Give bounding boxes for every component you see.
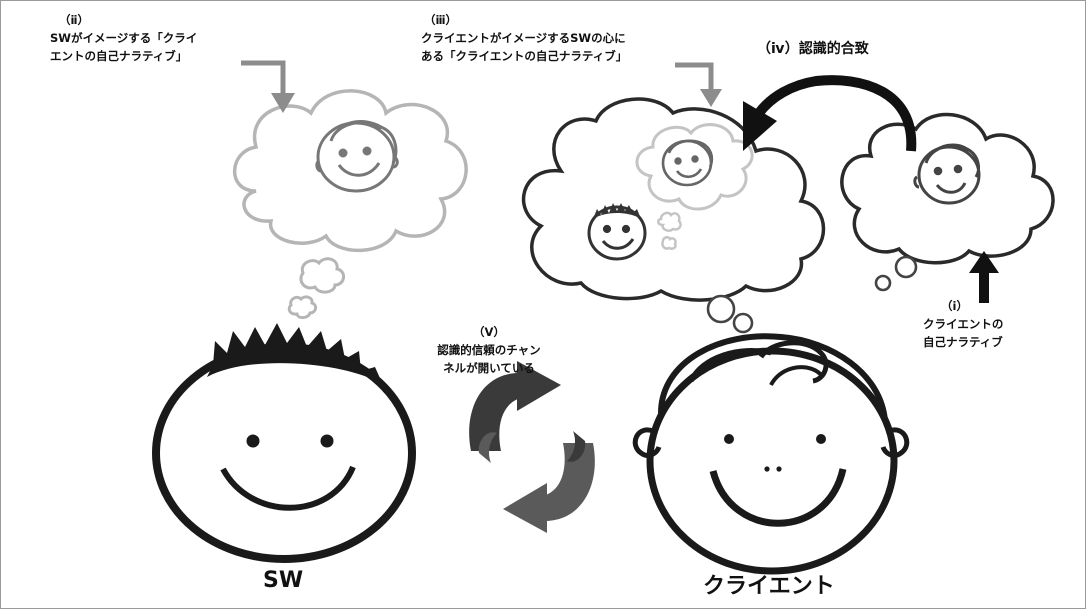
client-cloud-face	[913, 143, 981, 205]
label-ii-line1: SWがイメージする「クライ	[50, 31, 198, 45]
label-iii-line1: クライエントがイメージするSWの心に	[421, 31, 626, 45]
label-iii-line2: ある「クライエントの自己ナラティブ」	[421, 49, 628, 63]
arrow-i	[969, 251, 999, 303]
label-iii-number: （ⅲ）	[424, 13, 458, 27]
client-thought-bubbles	[706, 255, 918, 334]
arrow-iii	[675, 62, 722, 107]
label-i-line2: 自己ナラティブ	[923, 335, 1003, 349]
label-ii-line2: エントの自己ナラティブ」	[50, 49, 188, 63]
middle-sw-hair	[593, 203, 641, 219]
sw-cloud-client-face	[315, 120, 399, 193]
arrow-iv	[743, 75, 917, 152]
sw-face	[152, 323, 416, 563]
arrow-ii	[241, 60, 295, 113]
sw-thought-cloud	[232, 89, 468, 253]
label-v-number: （Ⅴ）	[473, 325, 505, 339]
label-i-number: （ⅰ）	[941, 299, 968, 313]
cycle-arrows	[469, 361, 595, 533]
label-v-line2: ネルが開いている	[443, 361, 535, 375]
middle-small-bubbles	[657, 211, 682, 250]
label-i-line1: クライエントの	[923, 317, 1004, 331]
sw-thought-bubbles	[287, 257, 345, 320]
label-sw: SW	[263, 568, 304, 593]
label-iv: （ⅳ）認識的合致	[757, 41, 869, 57]
middle-inner-client-face	[661, 139, 714, 187]
client-thought-cloud	[840, 112, 1055, 265]
client-face	[632, 333, 910, 575]
label-ii-number: （ⅱ）	[59, 13, 89, 27]
label-client: クライエント	[703, 574, 835, 599]
label-v-line1: 認識的信頼のチャン	[437, 343, 541, 357]
middle-sw-face	[587, 205, 647, 261]
